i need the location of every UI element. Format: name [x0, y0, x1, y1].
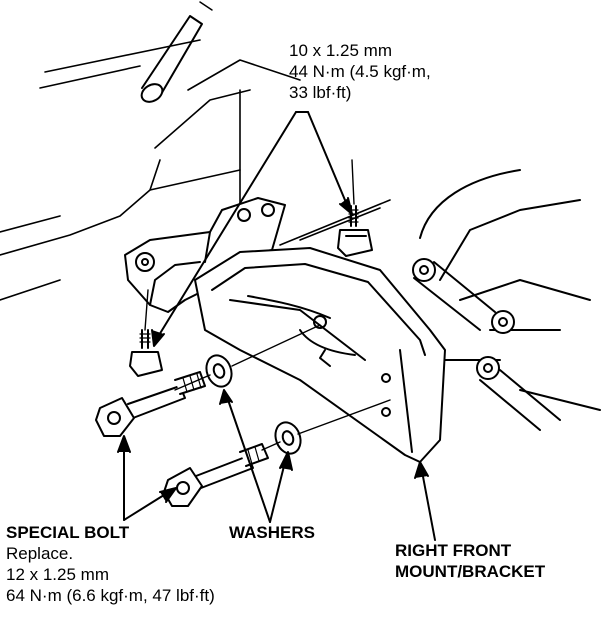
mount-label-line2: MOUNT/BRACKET — [395, 562, 546, 581]
alignment-lines — [144, 159, 391, 451]
frame-drawing — [412, 169, 601, 431]
upper-bolt-torque: 44 N·m (4.5 kgf·m, — [289, 62, 431, 81]
upper-bolt-torque-cont: 33 lbf·ft) — [289, 83, 352, 102]
mount-label-line1: RIGHT FRONT — [395, 541, 512, 560]
special-bolt-lower — [163, 443, 269, 507]
upper-bolt-size: 10 x 1.25 mm — [289, 41, 392, 60]
special-bolt-upper — [95, 371, 206, 437]
washers-label: WASHERS — [229, 523, 315, 542]
hose-drawing — [140, 1, 213, 103]
special-bolt-torque: 64 N·m (6.6 kgf·m, 47 lbf·ft) — [6, 586, 215, 605]
leader-arrows — [117, 111, 436, 541]
lower-left-bolt — [129, 329, 163, 377]
engine-side-bracket — [124, 197, 286, 313]
special-bolt-size: 12 x 1.25 mm — [6, 565, 109, 584]
special-bolt-title: SPECIAL BOLT — [6, 523, 130, 542]
mount-bracket-label: RIGHT FRONT MOUNT/BRACKET — [395, 540, 545, 582]
special-bolt-note: Replace. — [6, 544, 74, 563]
upper-right-bolt — [337, 205, 373, 257]
special-bolt-label: SPECIAL BOLT Replace. 12 x 1.25 mm 64 N·… — [6, 522, 215, 606]
mount-bracket-drawing — [194, 247, 446, 463]
upper-bolt-torque-label: 10 x 1.25 mm 44 N·m (4.5 kgf·m, 33 lbf·f… — [289, 40, 431, 103]
engine-block-outline — [0, 39, 391, 301]
washers-drawing — [205, 354, 302, 455]
